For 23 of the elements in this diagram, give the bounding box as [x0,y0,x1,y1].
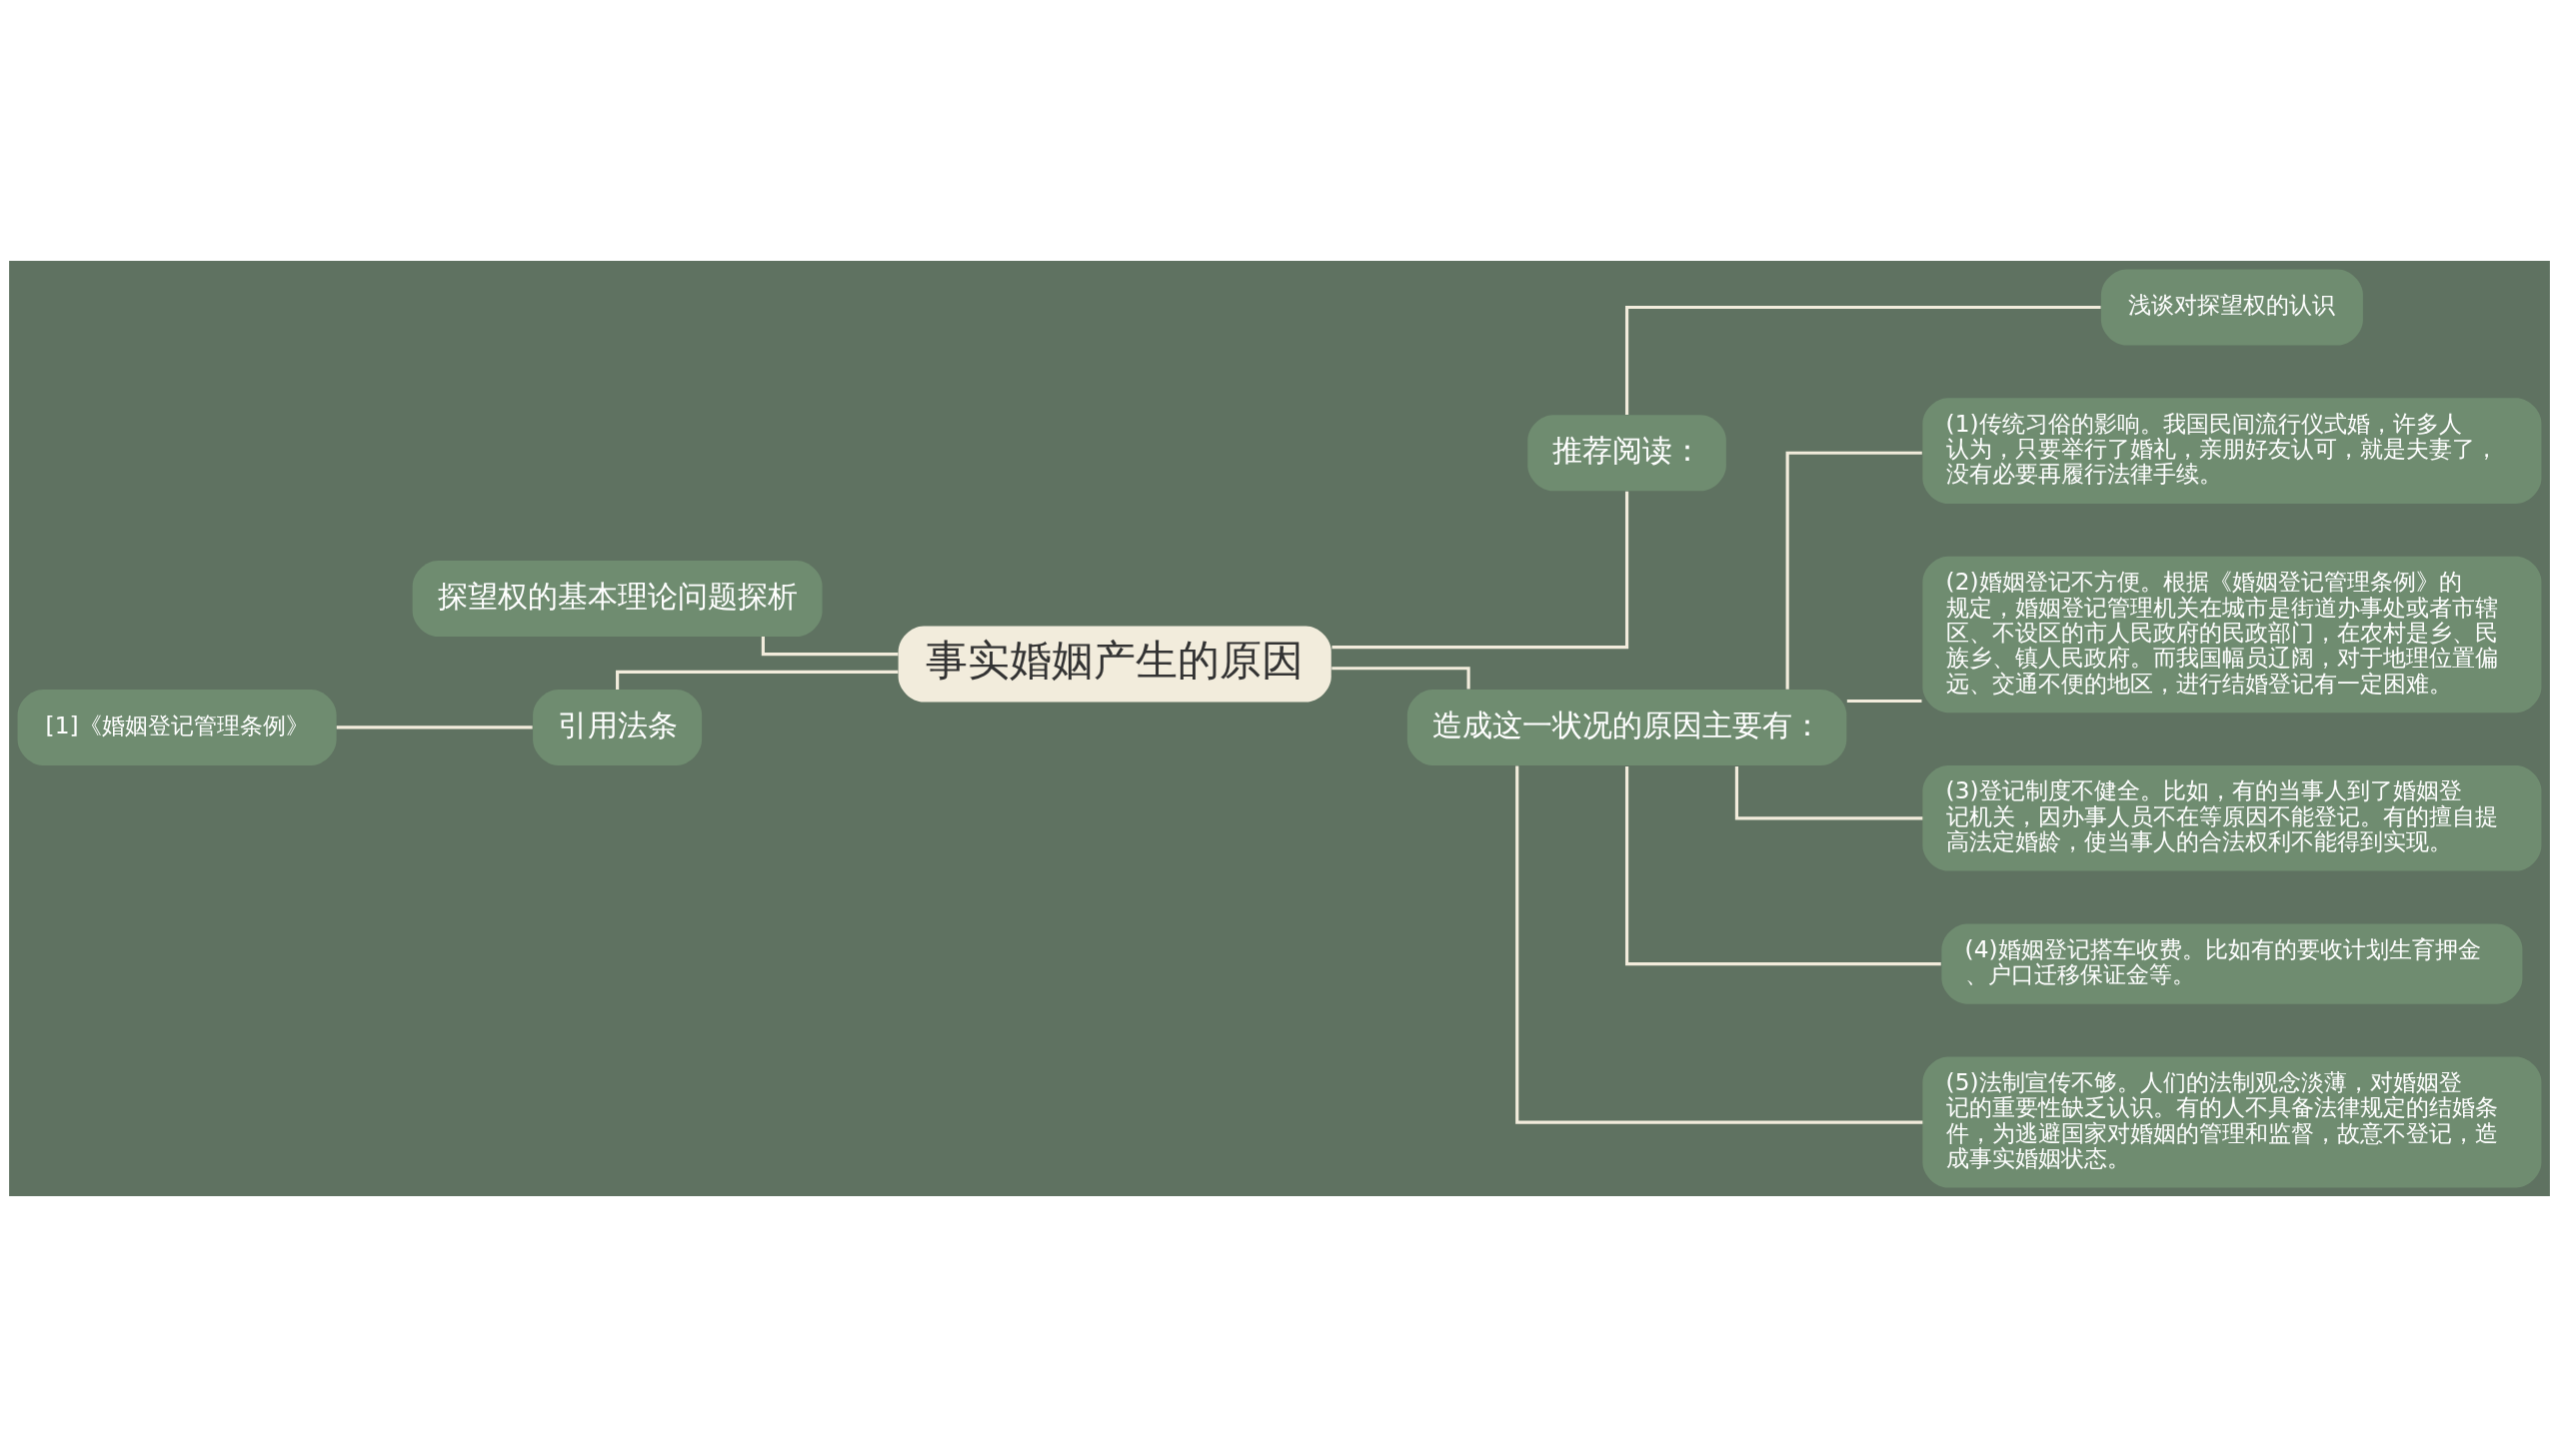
node-box: 造成这一状况的原因主要有： [1406,689,1847,765]
connector [1515,765,1923,1124]
node-box: 事实婚姻产生的原因 [898,626,1331,703]
connector [1785,451,1922,690]
connector [1846,699,1922,703]
connector [1734,765,1923,819]
node-box: 浅谈对探望权的认识 [2100,268,2363,345]
node-box: [1]《婚姻登记管理条例》 [17,689,337,765]
node-box: 推荐阅读： [1527,414,1726,491]
connector [616,670,899,690]
node-box: (1)传统习俗的影响。我国民间流行仪式婚，许多人认为，只要举行了婚礼，亲朋好友认可，就是夫妻了，没有必要再履行法律手续。 [1922,397,2542,504]
node-box: (3)登记制度不健全。比如，有的当事人到了婚姻登记机关，因办事人员不在等原因不能登记。有的擅自提高法定婚龄，使当事人的合法权利不能得到实现。 [1922,764,2542,871]
node-box: (4)婚姻登记搭车收费。比如有的要收计划生育押金、户口迁移保证金等。 [1941,922,2523,1004]
node-box: (2)婚姻登记不方便。根据《婚姻登记管理条例》的规定，婚姻登记管理机关在城市是街道办事处或者市辖区、不设区的市人民政府的民政部门，在农村是乡、民族乡、镇人民政府。而我国幅员辽阔，对于地理位置偏远、交通不便的地区，进行结婚登记有一定困难。 [1922,556,2542,713]
connector [1331,491,1629,649]
node-box: 引用法条 [533,689,703,765]
connector [1625,765,1941,965]
connector [761,636,899,656]
node-box: 探望权的基本理论问题探析 [412,560,823,637]
connector [1331,666,1470,689]
connector [336,725,533,729]
connector [1625,305,2101,415]
node-box: (5)法制宣传不够。人们的法制观念淡薄，对婚姻登记的重要性缺乏认识。有的人不具备法律规定的结婚条件，为逃避国家对婚姻的管理和监督，故意不登记，造成事实婚姻状态。 [1922,1056,2542,1188]
